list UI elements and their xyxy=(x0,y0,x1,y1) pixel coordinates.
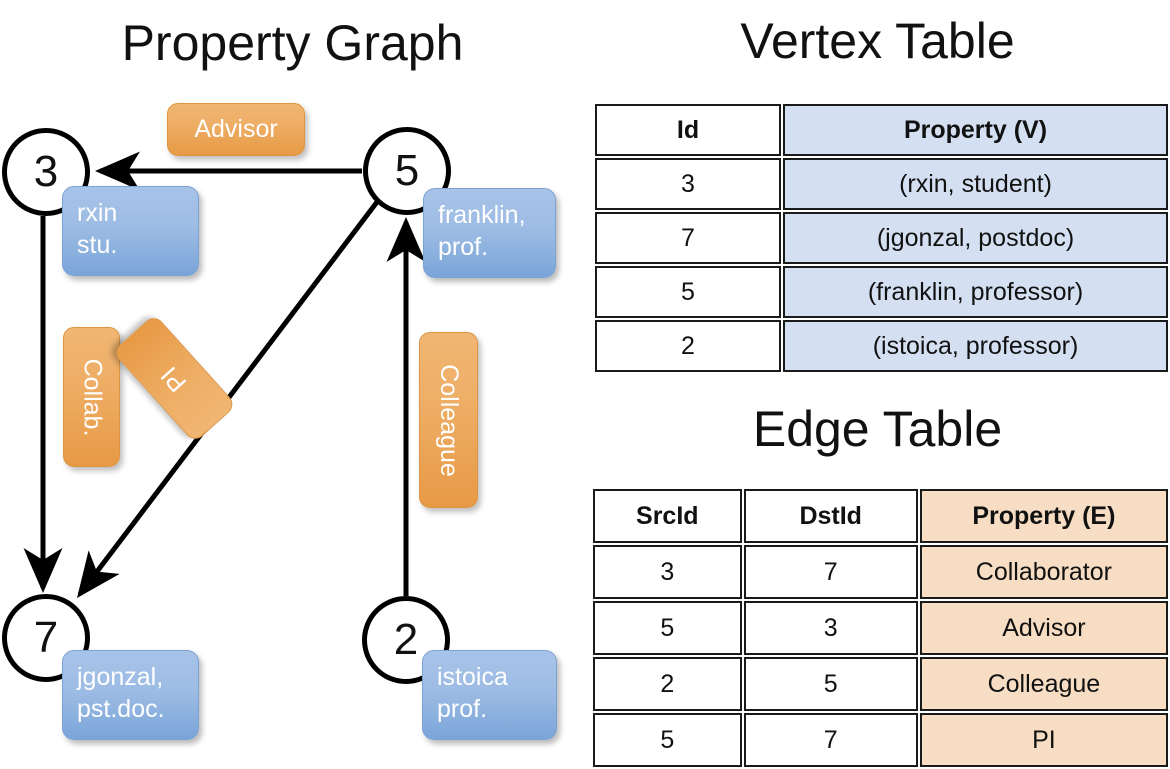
vertex-table-header-row: Id Property (V) xyxy=(595,104,1168,156)
edge-table-header-srcid: SrcId xyxy=(593,489,742,543)
edge-table-header-dstid: DstId xyxy=(743,489,918,543)
edge-label-text: PI xyxy=(155,360,193,397)
property-graph-diagram: 3 5 7 2 rxin stu. franklin, prof. jgonza… xyxy=(0,0,585,760)
edge-cell-dstid: 7 xyxy=(743,545,918,599)
vertex-cell-id: 2 xyxy=(595,320,781,372)
table-row[interactable]: 5 7 PI xyxy=(593,713,1168,767)
node-property-line-1: jgonzal, xyxy=(77,663,164,691)
vertex-table-header-property: Property (V) xyxy=(783,104,1168,156)
page-title-property-graph: Property Graph xyxy=(121,15,464,71)
edge-cell-property: PI xyxy=(919,713,1168,767)
table-row[interactable]: 5 3 Advisor xyxy=(593,601,1168,655)
edge-cell-property: Colleague xyxy=(919,657,1168,711)
edge-cell-srcid: 2 xyxy=(593,657,742,711)
edge-cell-property: Collaborator xyxy=(919,545,1168,599)
vertex-cell-property: (franklin, professor) xyxy=(783,266,1168,318)
vertex-cell-property: (jgonzal, postdoc) xyxy=(783,212,1168,264)
node-property-line-2: stu. xyxy=(77,231,118,259)
section-title-vertex-table: Vertex Table xyxy=(740,13,1015,69)
vertex-table-header-id: Id xyxy=(595,104,781,156)
edge-label-text: Collab. xyxy=(78,358,107,436)
node-property-box-7: jgonzal, pst.doc. xyxy=(62,650,199,740)
edge-label-advisor: Advisor xyxy=(167,103,305,156)
table-row[interactable]: 2 (istoica, professor) xyxy=(595,320,1168,372)
section-title-edge-table: Edge Table xyxy=(752,401,1003,457)
vertex-cell-property: (istoica, professor) xyxy=(783,320,1168,372)
vertex-cell-property: (rxin, student) xyxy=(783,158,1168,210)
node-property-line-1: rxin xyxy=(77,199,118,227)
edge-table-header-row: SrcId DstId Property (E) xyxy=(593,489,1168,543)
node-property-line-1: franklin, xyxy=(438,201,526,229)
table-row[interactable]: 3 (rxin, student) xyxy=(595,158,1168,210)
table-row[interactable]: 3 7 Collaborator xyxy=(593,545,1168,599)
edge-label-text: Advisor xyxy=(194,115,278,143)
edge-cell-property: Advisor xyxy=(919,601,1168,655)
edge-table: SrcId DstId Property (E) 3 7 Collaborato… xyxy=(591,487,1170,769)
vertex-table: Id Property (V) 3 (rxin, student) 7 (jgo… xyxy=(593,102,1170,374)
table-row[interactable]: 5 (franklin, professor) xyxy=(595,266,1168,318)
edge-cell-srcid: 5 xyxy=(593,713,742,767)
vertex-cell-id: 7 xyxy=(595,212,781,264)
graph-node-5[interactable]: 5 xyxy=(363,127,451,215)
edge-cell-dstid: 5 xyxy=(743,657,918,711)
vertex-cell-id: 3 xyxy=(595,158,781,210)
edge-cell-srcid: 3 xyxy=(593,545,742,599)
edge-cell-dstid: 3 xyxy=(743,601,918,655)
node-property-box-3: rxin stu. xyxy=(62,186,199,276)
edge-table-header-property: Property (E) xyxy=(919,489,1168,543)
node-property-line-2: prof. xyxy=(437,695,488,723)
edge-label-collab: Collab. xyxy=(63,327,120,467)
table-row[interactable]: 2 5 Colleague xyxy=(593,657,1168,711)
edge-label-text: Colleague xyxy=(435,363,463,477)
node-property-box-5: franklin, prof. xyxy=(423,188,556,278)
node-property-line-1: istoica xyxy=(437,663,508,691)
edge-label-colleague: Colleague xyxy=(419,332,478,508)
vertex-cell-id: 5 xyxy=(595,266,781,318)
node-property-line-2: prof. xyxy=(438,233,489,261)
node-property-box-2: istoica prof. xyxy=(422,650,557,740)
graph-node-2[interactable]: 2 xyxy=(362,596,450,684)
table-row[interactable]: 7 (jgonzal, postdoc) xyxy=(595,212,1168,264)
node-property-line-2: pst.doc. xyxy=(77,695,165,723)
edge-cell-dstid: 7 xyxy=(743,713,918,767)
edge-cell-srcid: 5 xyxy=(593,601,742,655)
